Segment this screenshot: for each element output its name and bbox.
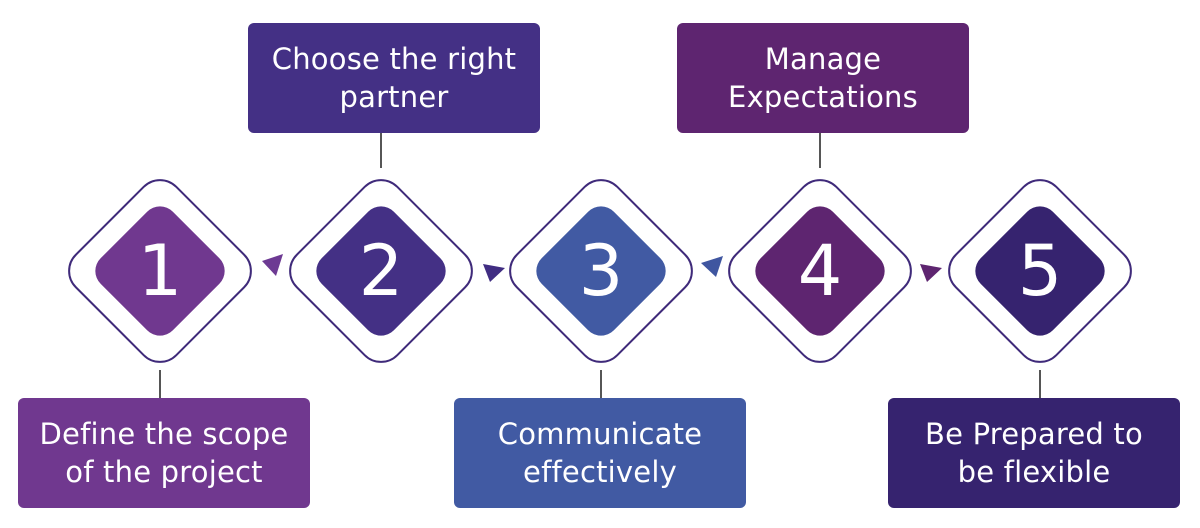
label-box-step-2: Choose the right partner [248, 23, 540, 133]
step-4-label: Manage Expectations [728, 42, 918, 114]
step-number: 1 [137, 230, 183, 312]
step-number: 2 [358, 230, 404, 312]
label-box-step-5: Be Prepared to be flexible [888, 398, 1180, 508]
label-box-step-4: Manage Expectations [677, 23, 969, 133]
arrow-icon-4-5 [920, 264, 942, 282]
diamond-step-3: 3 [499, 169, 703, 373]
step-2-label: Choose the right partner [271, 42, 517, 114]
step-5-label: Be Prepared to be flexible [925, 417, 1143, 489]
arrow-icon-2-3 [483, 264, 505, 282]
step-number: 3 [578, 230, 624, 312]
diamond-step-2: 2 [279, 169, 483, 373]
arrow-icon-1-2 [262, 254, 283, 276]
diamond-step-5: 5 [938, 169, 1142, 373]
label-box-step-1: Define the scope of the project [18, 398, 310, 508]
arrow-icon-3-4 [701, 256, 723, 277]
label-box-step-3: Communicate effectively [454, 398, 746, 508]
step-3-label: Communicate effectively [497, 417, 703, 489]
step-number: 4 [797, 230, 843, 312]
step-1-label: Define the scope of the project [39, 417, 289, 489]
step-number: 5 [1017, 230, 1063, 312]
diamond-step-4: 4 [718, 169, 922, 373]
diamond-step-1: 1 [58, 169, 262, 373]
